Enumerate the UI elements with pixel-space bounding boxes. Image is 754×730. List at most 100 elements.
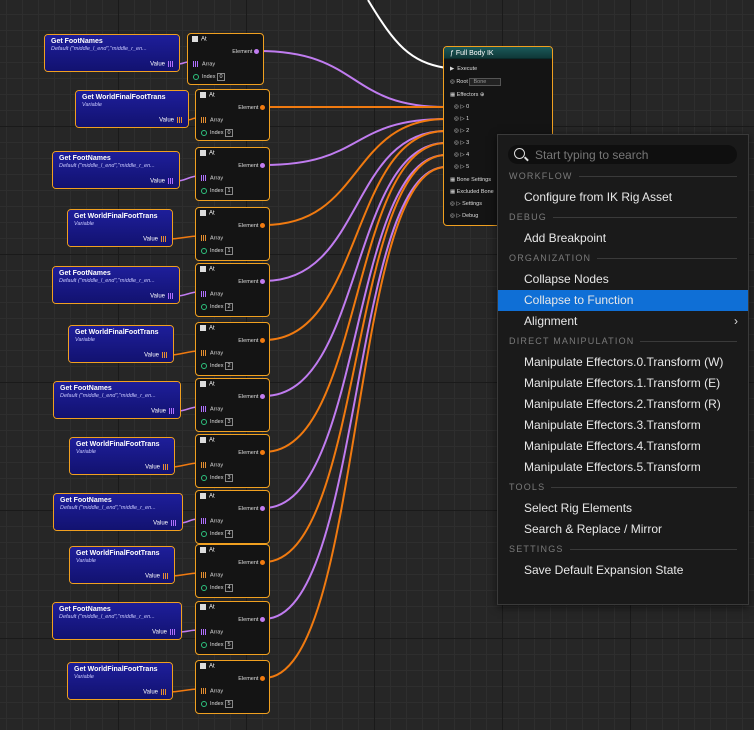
element-pin[interactable]: Element — [238, 223, 265, 229]
element-pin[interactable]: Element — [238, 338, 265, 344]
at-node-title[interactable]: At — [196, 208, 269, 219]
index-value-field[interactable]: 3 — [225, 418, 233, 426]
menu-item-collapse-to-function[interactable]: Collapse to Function — [498, 290, 748, 311]
at-node-title[interactable]: At — [196, 323, 269, 334]
element-pin-dot[interactable] — [260, 617, 265, 623]
at-node-title[interactable]: At — [196, 264, 269, 275]
element-pin[interactable]: Element — [238, 394, 265, 400]
execute-pin[interactable]: ▶ Execute — [450, 66, 478, 72]
value-pin[interactable]: Value — [159, 117, 183, 124]
array-pin[interactable]: Array — [201, 518, 223, 524]
menu-item-manipulate-effectors-3-transform[interactable]: Manipulate Effectors.3.Transform — [498, 415, 748, 436]
at-node-title[interactable]: At — [196, 148, 269, 159]
menu-item-collapse-nodes[interactable]: Collapse Nodes — [498, 269, 748, 290]
array-pin[interactable]: Array — [201, 462, 223, 468]
index-value-field[interactable]: 4 — [225, 584, 233, 592]
element-pin[interactable]: Element — [238, 560, 265, 566]
menu-item-manipulate-effectors-5-transform[interactable]: Manipulate Effectors.5.Transform — [498, 457, 748, 478]
menu-item-configure-from-ik-rig-asset[interactable]: Configure from IK Rig Asset — [498, 187, 748, 208]
element-pin-dot[interactable] — [260, 676, 265, 682]
ik-node-header[interactable]: ƒ Full Body IK — [444, 47, 552, 59]
excluded-bones-pin[interactable]: ▦ Excluded Bone — [450, 189, 494, 195]
index-value-field[interactable]: 5 — [225, 700, 233, 708]
value-pin[interactable]: Value — [151, 408, 175, 415]
index-value-field[interactable]: 0 — [225, 129, 233, 137]
element-pin-dot[interactable] — [260, 163, 265, 169]
bone-settings-pin[interactable]: ▦ Bone Settings — [450, 177, 491, 183]
array-pin[interactable]: Array — [201, 572, 223, 578]
index-value-field[interactable]: 5 — [225, 641, 233, 649]
root-dropdown[interactable]: Bone — [469, 78, 502, 86]
index-value-field[interactable]: 2 — [225, 303, 233, 311]
value-pin[interactable]: Value — [144, 352, 168, 359]
search-input[interactable]: Start typing to search — [535, 148, 649, 162]
value-pin[interactable]: Value — [145, 464, 169, 471]
menu-item-manipulate-effectors-4-transform[interactable]: Manipulate Effectors.4.Transform — [498, 436, 748, 457]
index-value-field[interactable]: 0 — [217, 73, 225, 81]
value-pin[interactable]: Value — [152, 629, 176, 636]
at-node-title[interactable]: At — [196, 435, 269, 446]
element-pin[interactable]: Element — [238, 676, 265, 682]
array-pin[interactable]: Array — [193, 61, 215, 67]
menu-item-select-rig-elements[interactable]: Select Rig Elements — [498, 498, 748, 519]
index-value-field[interactable]: 2 — [225, 362, 233, 370]
at-node-title[interactable]: At — [196, 661, 269, 672]
effector-pin-0[interactable]: ◎ ▷ 0 — [454, 104, 470, 110]
value-pin[interactable]: Value — [143, 689, 167, 696]
value-pin[interactable]: Value — [150, 178, 174, 185]
effectors-pin[interactable]: ▦ Effectors ⊕ — [450, 92, 485, 98]
effector-pin-2[interactable]: ◎ ▷ 2 — [454, 128, 470, 134]
element-pin-dot[interactable] — [260, 560, 265, 566]
at-node-title[interactable]: At — [196, 545, 269, 556]
element-pin[interactable]: Element — [238, 105, 265, 111]
array-pin[interactable]: Array — [201, 291, 223, 297]
array-pin[interactable]: Array — [201, 235, 223, 241]
element-pin[interactable]: Element — [238, 506, 265, 512]
menu-item-manipulate-effectors-1-transform-e[interactable]: Manipulate Effectors.1.Transform (E) — [498, 373, 748, 394]
at-node-title[interactable]: At — [196, 491, 269, 502]
element-pin-dot[interactable] — [260, 279, 265, 285]
array-pin[interactable]: Array — [201, 629, 223, 635]
element-pin-dot[interactable] — [254, 49, 259, 55]
index-value-field[interactable]: 4 — [225, 530, 233, 538]
element-pin[interactable]: Element — [238, 617, 265, 623]
index-value-field[interactable]: 3 — [225, 474, 233, 482]
effector-pin-5[interactable]: ◎ ▷ 5 — [454, 164, 470, 170]
menu-item-manipulate-effectors-0-transform-w[interactable]: Manipulate Effectors.0.Transform (W) — [498, 352, 748, 373]
array-pin[interactable]: Array — [201, 688, 223, 694]
element-pin[interactable]: Element — [238, 163, 265, 169]
value-pin[interactable]: Value — [143, 236, 167, 243]
value-pin[interactable]: Value — [145, 573, 169, 580]
element-pin[interactable]: Element — [232, 49, 259, 55]
value-pin[interactable]: Value — [150, 293, 174, 300]
